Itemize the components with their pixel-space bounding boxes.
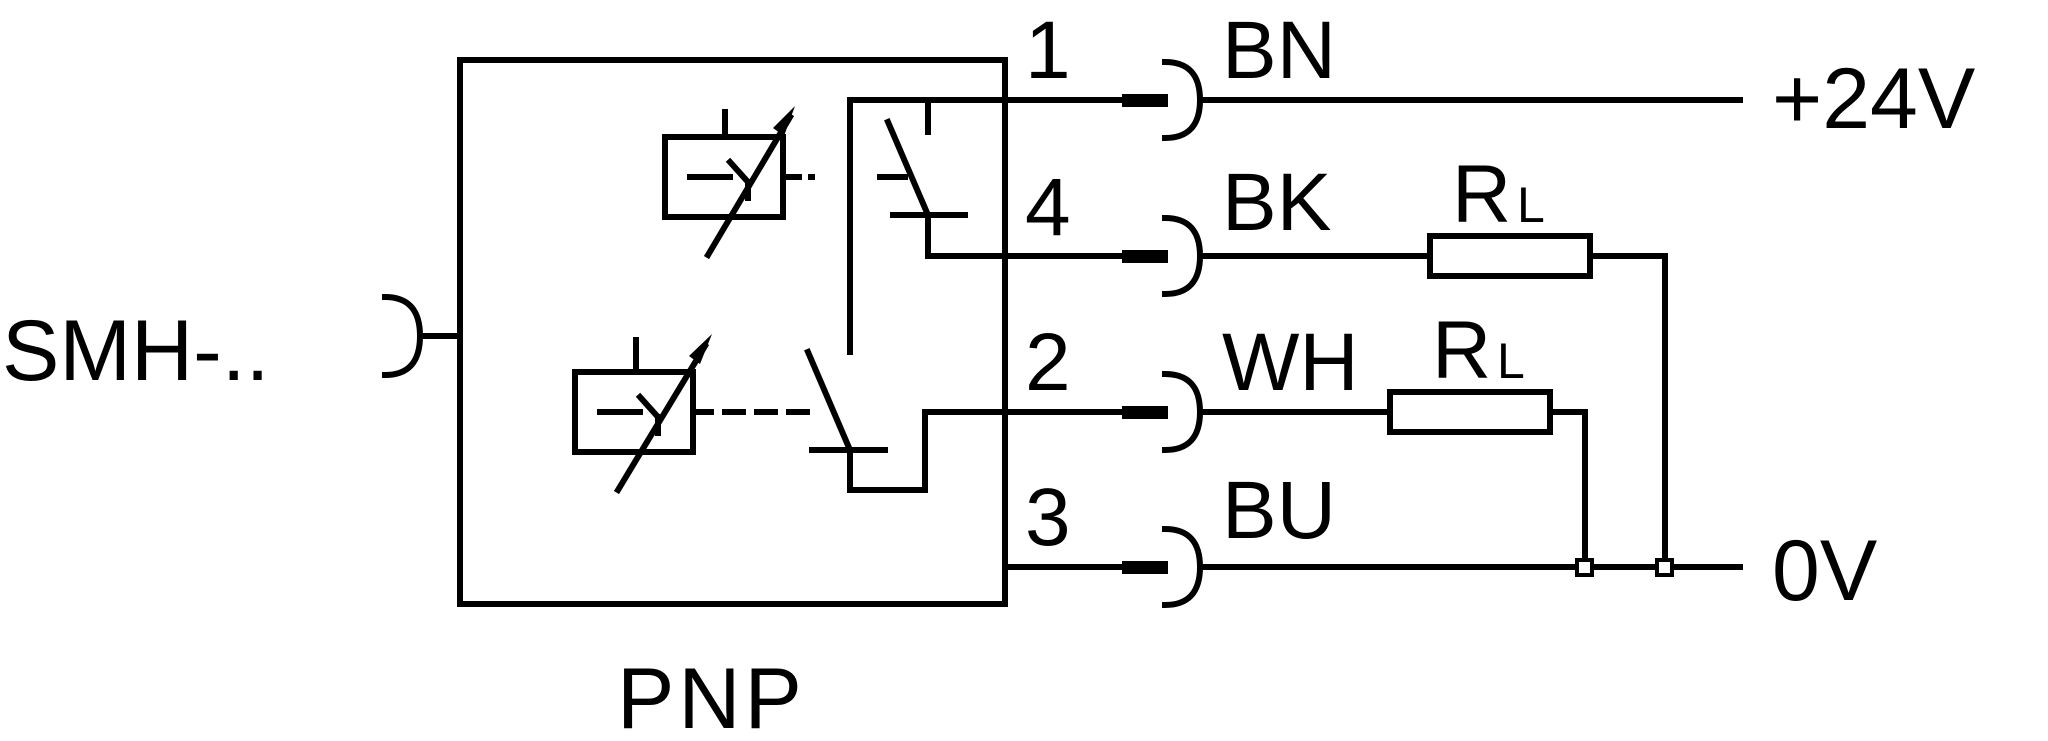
load-label-1: R L xyxy=(1452,149,1545,240)
pin-4-number: 4 xyxy=(1025,162,1071,253)
adjust-arrow-icon xyxy=(773,106,795,136)
load-label-2-main: R xyxy=(1432,305,1491,396)
supply-positive-label: +24V xyxy=(1772,51,1975,147)
junction-node xyxy=(1575,558,1594,577)
adjust-arrow-icon xyxy=(689,334,712,364)
load-label-1-sub: L xyxy=(1517,177,1545,233)
pin-1-number: 1 xyxy=(1025,5,1071,96)
load-label-2-sub: L xyxy=(1497,333,1525,389)
output-wires xyxy=(1002,58,1743,609)
switch-contact-lower xyxy=(804,348,1008,493)
supply-ground-label: 0V xyxy=(1772,523,1877,619)
sensor-housing xyxy=(457,57,1008,607)
load-label-1-main: R xyxy=(1452,149,1511,240)
load-resistor-2 xyxy=(1387,389,1594,577)
reed-switch-upper xyxy=(662,106,815,260)
wire-color-wh: WH xyxy=(1222,317,1359,408)
wire-color-bu: BU xyxy=(1222,465,1336,556)
load-resistor-1 xyxy=(1427,233,1674,577)
pin-3-number: 3 xyxy=(1025,472,1071,563)
load-label-2: R L xyxy=(1432,305,1525,396)
sensor-connector xyxy=(381,293,463,379)
wire-color-bn: BN xyxy=(1222,5,1336,96)
reed-switch-lower xyxy=(572,334,813,495)
output-type-label: PNP xyxy=(617,651,806,741)
junction-node xyxy=(1655,558,1674,577)
sensor-model-label: SMH-.. xyxy=(2,303,270,399)
switch-contact-upper xyxy=(847,97,1008,355)
pin-2-number: 2 xyxy=(1025,317,1071,408)
wire-color-bk: BK xyxy=(1222,157,1331,248)
